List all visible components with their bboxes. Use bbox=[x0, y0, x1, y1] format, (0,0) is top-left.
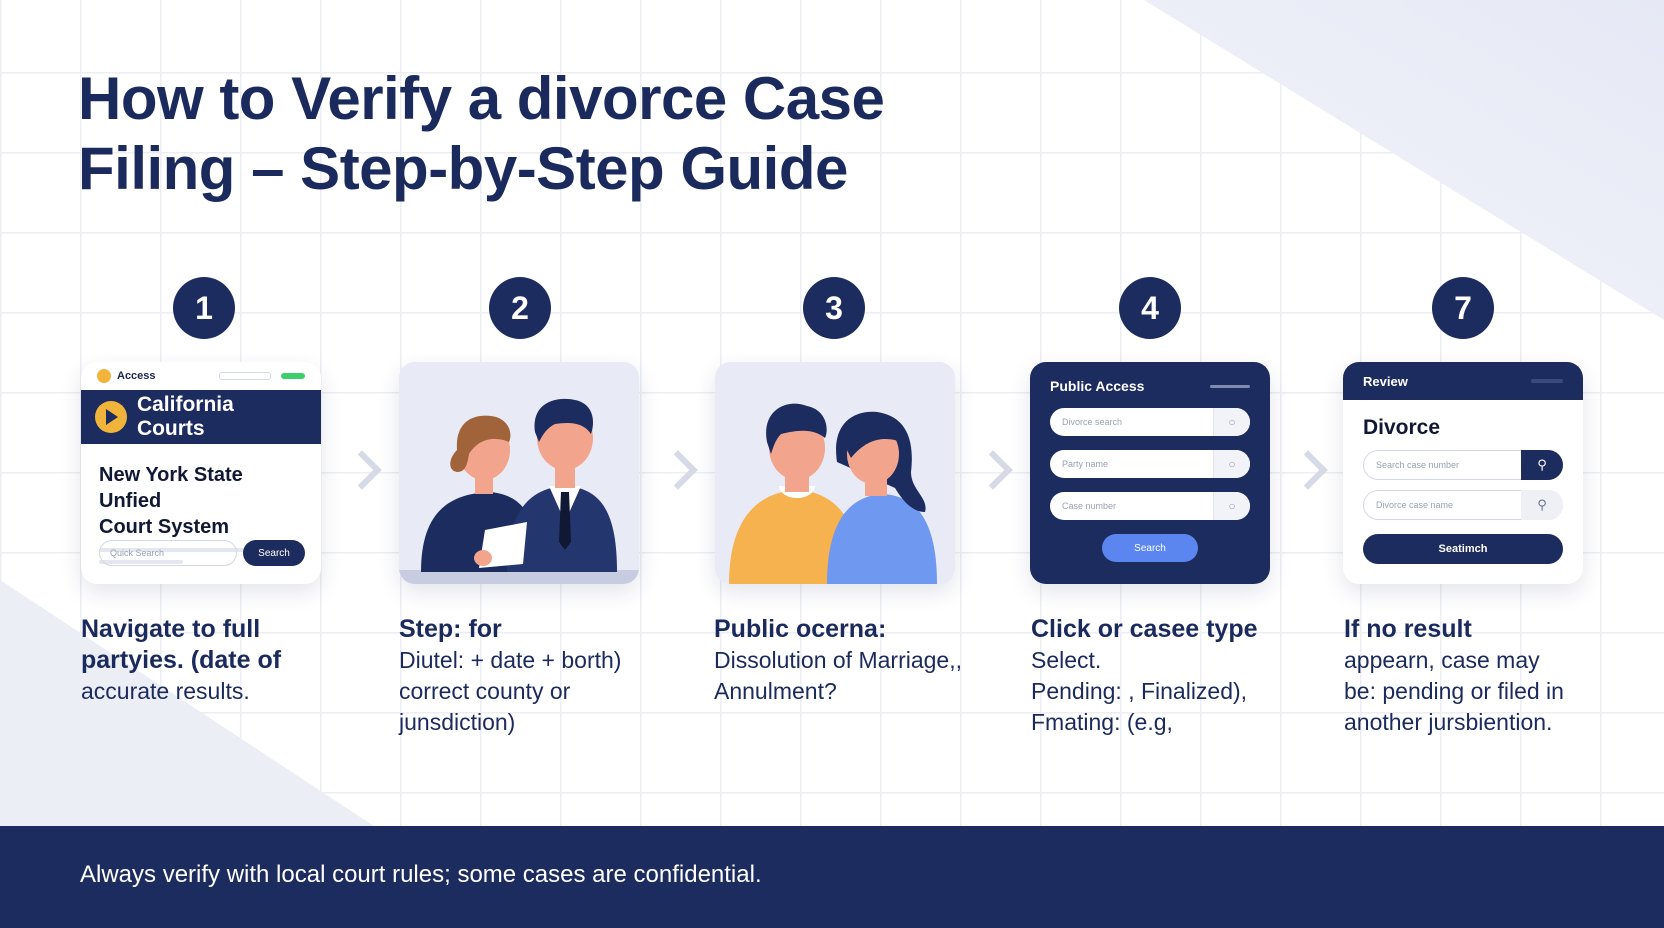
field-placeholder: Divorce case name bbox=[1376, 500, 1454, 510]
caption-line: Dissolution of Marriage,, bbox=[714, 647, 962, 673]
step-1-card: Access California Courts New York State … bbox=[81, 362, 321, 584]
step-4-caption: Click or casee type Select. Pending: , F… bbox=[1031, 614, 1299, 738]
caption-line: Annulment? bbox=[714, 678, 837, 704]
quick-search-placeholder: Quick Search bbox=[110, 548, 165, 558]
status-dot-icon bbox=[97, 369, 111, 383]
caption-line: If no result bbox=[1344, 615, 1472, 643]
placeholder-line bbox=[99, 548, 303, 552]
step-1-badge: 1 bbox=[173, 277, 235, 339]
caption-line: Public ocerna: bbox=[714, 615, 887, 643]
field-placeholder: Party name bbox=[1062, 459, 1109, 469]
step-5-caption: If no result appearn, case may be: pendi… bbox=[1344, 614, 1612, 738]
title-line-1: How to Verify a divorce Case bbox=[78, 65, 885, 132]
search-button[interactable]: Search bbox=[243, 540, 305, 566]
review-title: Review bbox=[1363, 373, 1408, 389]
review-header: Review bbox=[1343, 362, 1583, 400]
two-adults-with-document-illustration bbox=[399, 362, 639, 584]
header-bar bbox=[1210, 384, 1250, 388]
card-topbar: Access bbox=[81, 362, 321, 390]
court-heading: New York State Unfied Court System bbox=[81, 444, 321, 540]
caption-line: accurate results. bbox=[81, 678, 250, 704]
divorce-heading: Divorce bbox=[1363, 416, 1441, 439]
step-3-card bbox=[715, 362, 955, 584]
caption-line: Navigate to full bbox=[81, 615, 261, 643]
caption-line: appearn, case may bbox=[1344, 647, 1540, 673]
field-placeholder: Search case number bbox=[1376, 460, 1460, 470]
step-5-card: Review Divorce Search case number ⚲ Divo… bbox=[1343, 362, 1583, 584]
field-placeholder: Case number bbox=[1062, 501, 1117, 511]
search-button[interactable]: Seatimch bbox=[1363, 534, 1563, 564]
topbar-green-indicator bbox=[281, 373, 305, 379]
search-icon[interactable]: ⚲ bbox=[1521, 490, 1563, 520]
header-bar bbox=[1531, 379, 1563, 383]
quick-search-input[interactable]: Quick Search bbox=[99, 540, 237, 566]
couple-illustration bbox=[715, 362, 955, 584]
court-logo-icon bbox=[95, 401, 127, 433]
caption-line: junsdiction) bbox=[399, 709, 516, 735]
divorce-search-field[interactable]: Divorce search ○ bbox=[1050, 408, 1250, 436]
access-label: Access bbox=[117, 370, 156, 382]
step-2-card bbox=[399, 362, 639, 584]
caption-line: Step: for bbox=[399, 615, 502, 643]
court-heading-line-1: New York State Unfied bbox=[99, 464, 243, 512]
case-search-field[interactable]: Search case number ⚲ bbox=[1363, 450, 1563, 480]
page-title: How to Verify a divorce Case Filing – St… bbox=[78, 64, 885, 204]
caption-line: another jursbiention. bbox=[1344, 709, 1553, 735]
caption-line: Diutel: + date + borth) bbox=[399, 647, 622, 673]
court-heading-line-2: Court System bbox=[99, 516, 230, 538]
footer-note: Always verify with local court rules; so… bbox=[80, 861, 762, 888]
footer-banner: Always verify with local court rules; so… bbox=[0, 826, 1664, 928]
caption-line: be: pending or filed in bbox=[1344, 678, 1564, 704]
court-brand-name: California Courts bbox=[136, 393, 234, 440]
caption-line: Fmating: (e.g, bbox=[1031, 709, 1173, 735]
step-4-card: Public Access Divorce search ○ Party nam… bbox=[1030, 362, 1270, 584]
search-icon: ○ bbox=[1213, 492, 1250, 520]
caption-line: partyies. (date of bbox=[81, 646, 282, 674]
placeholder-line bbox=[99, 560, 183, 564]
court-brand-band: California Courts bbox=[81, 390, 321, 444]
caption-line: correct county or bbox=[399, 678, 571, 704]
caption-line: Select. bbox=[1031, 647, 1102, 673]
field-placeholder: Divorce search bbox=[1062, 417, 1123, 427]
case-name-field[interactable]: Divorce case name ⚲ bbox=[1363, 490, 1563, 520]
step-5-badge: 7 bbox=[1432, 277, 1494, 339]
search-icon[interactable]: ⚲ bbox=[1521, 450, 1563, 480]
search-icon: ○ bbox=[1213, 408, 1250, 436]
step-1-caption: Navigate to full partyies. (date of accu… bbox=[81, 614, 349, 707]
step-2-badge: 2 bbox=[489, 277, 551, 339]
search-icon: ○ bbox=[1213, 450, 1250, 478]
search-button[interactable]: Search bbox=[1102, 534, 1198, 562]
step-3-badge: 3 bbox=[803, 277, 865, 339]
title-line-2: Filing – Step-by-Step Guide bbox=[78, 135, 848, 202]
case-number-field[interactable]: Case number ○ bbox=[1050, 492, 1250, 520]
step-4-badge: 4 bbox=[1119, 277, 1181, 339]
public-access-header: Public Access bbox=[1030, 362, 1270, 394]
caption-line: Pending: , Finalized), bbox=[1031, 678, 1248, 704]
party-name-field[interactable]: Party name ○ bbox=[1050, 450, 1250, 478]
public-access-title: Public Access bbox=[1050, 378, 1145, 394]
step-3-caption: Public ocerna: Dissolution of Marriage,,… bbox=[714, 614, 982, 707]
topbar-pill bbox=[219, 372, 271, 380]
step-2-caption: Step: for Diutel: + date + borth) correc… bbox=[399, 614, 667, 738]
caption-line: Click or casee type bbox=[1031, 615, 1258, 643]
